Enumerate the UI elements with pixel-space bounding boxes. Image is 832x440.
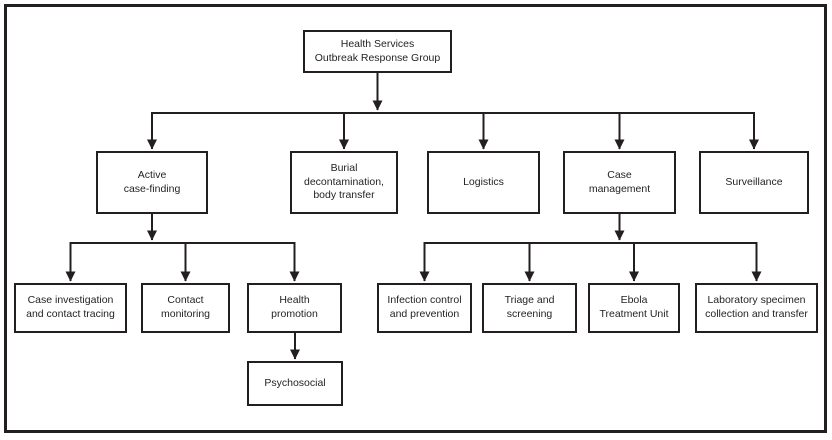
- node-label: Logistics: [463, 175, 504, 188]
- node-label: Psychosocial: [264, 376, 326, 389]
- node-active-case-finding: Active case-finding: [96, 151, 208, 214]
- node-label: Active case-finding: [123, 168, 181, 195]
- node-logistics: Logistics: [427, 151, 540, 214]
- node-label: Surveillance: [725, 175, 783, 188]
- node-health-promotion: Health promotion: [247, 283, 342, 333]
- node-surveillance: Surveillance: [699, 151, 809, 214]
- node-infection-control-and-prevention: Infection control and prevention: [377, 283, 472, 333]
- node-psychosocial: Psychosocial: [247, 361, 343, 406]
- node-contact-monitoring: Contact monitoring: [141, 283, 230, 333]
- node-label: Health Services Outbreak Response Group: [314, 37, 441, 64]
- node-burial-decontamination-body-transfer: Burial decontamination, body transfer: [290, 151, 398, 214]
- node-label: Laboratory specimen collection and trans…: [705, 294, 808, 320]
- node-label: Contact monitoring: [160, 294, 211, 320]
- node-label: Health promotion: [271, 294, 318, 320]
- node-label: Ebola Treatment Unit: [599, 294, 669, 320]
- node-label: Case investigation and contact tracing: [26, 294, 115, 320]
- node-health-services-outbreak-response-group: Health Services Outbreak Response Group: [303, 30, 452, 73]
- node-case-investigation-and-contact-tracing: Case investigation and contact tracing: [14, 283, 127, 333]
- node-label: Infection control and prevention: [387, 294, 462, 320]
- node-label: Triage and screening: [504, 294, 555, 320]
- node-case-management: Case management: [563, 151, 676, 214]
- node-ebola-treatment-unit: Ebola Treatment Unit: [588, 283, 680, 333]
- node-label: Burial decontamination, body transfer: [304, 161, 384, 202]
- node-label: Case management: [588, 168, 651, 195]
- node-triage-and-screening: Triage and screening: [482, 283, 577, 333]
- node-laboratory-specimen-collection-and-transfer: Laboratory specimen collection and trans…: [695, 283, 818, 333]
